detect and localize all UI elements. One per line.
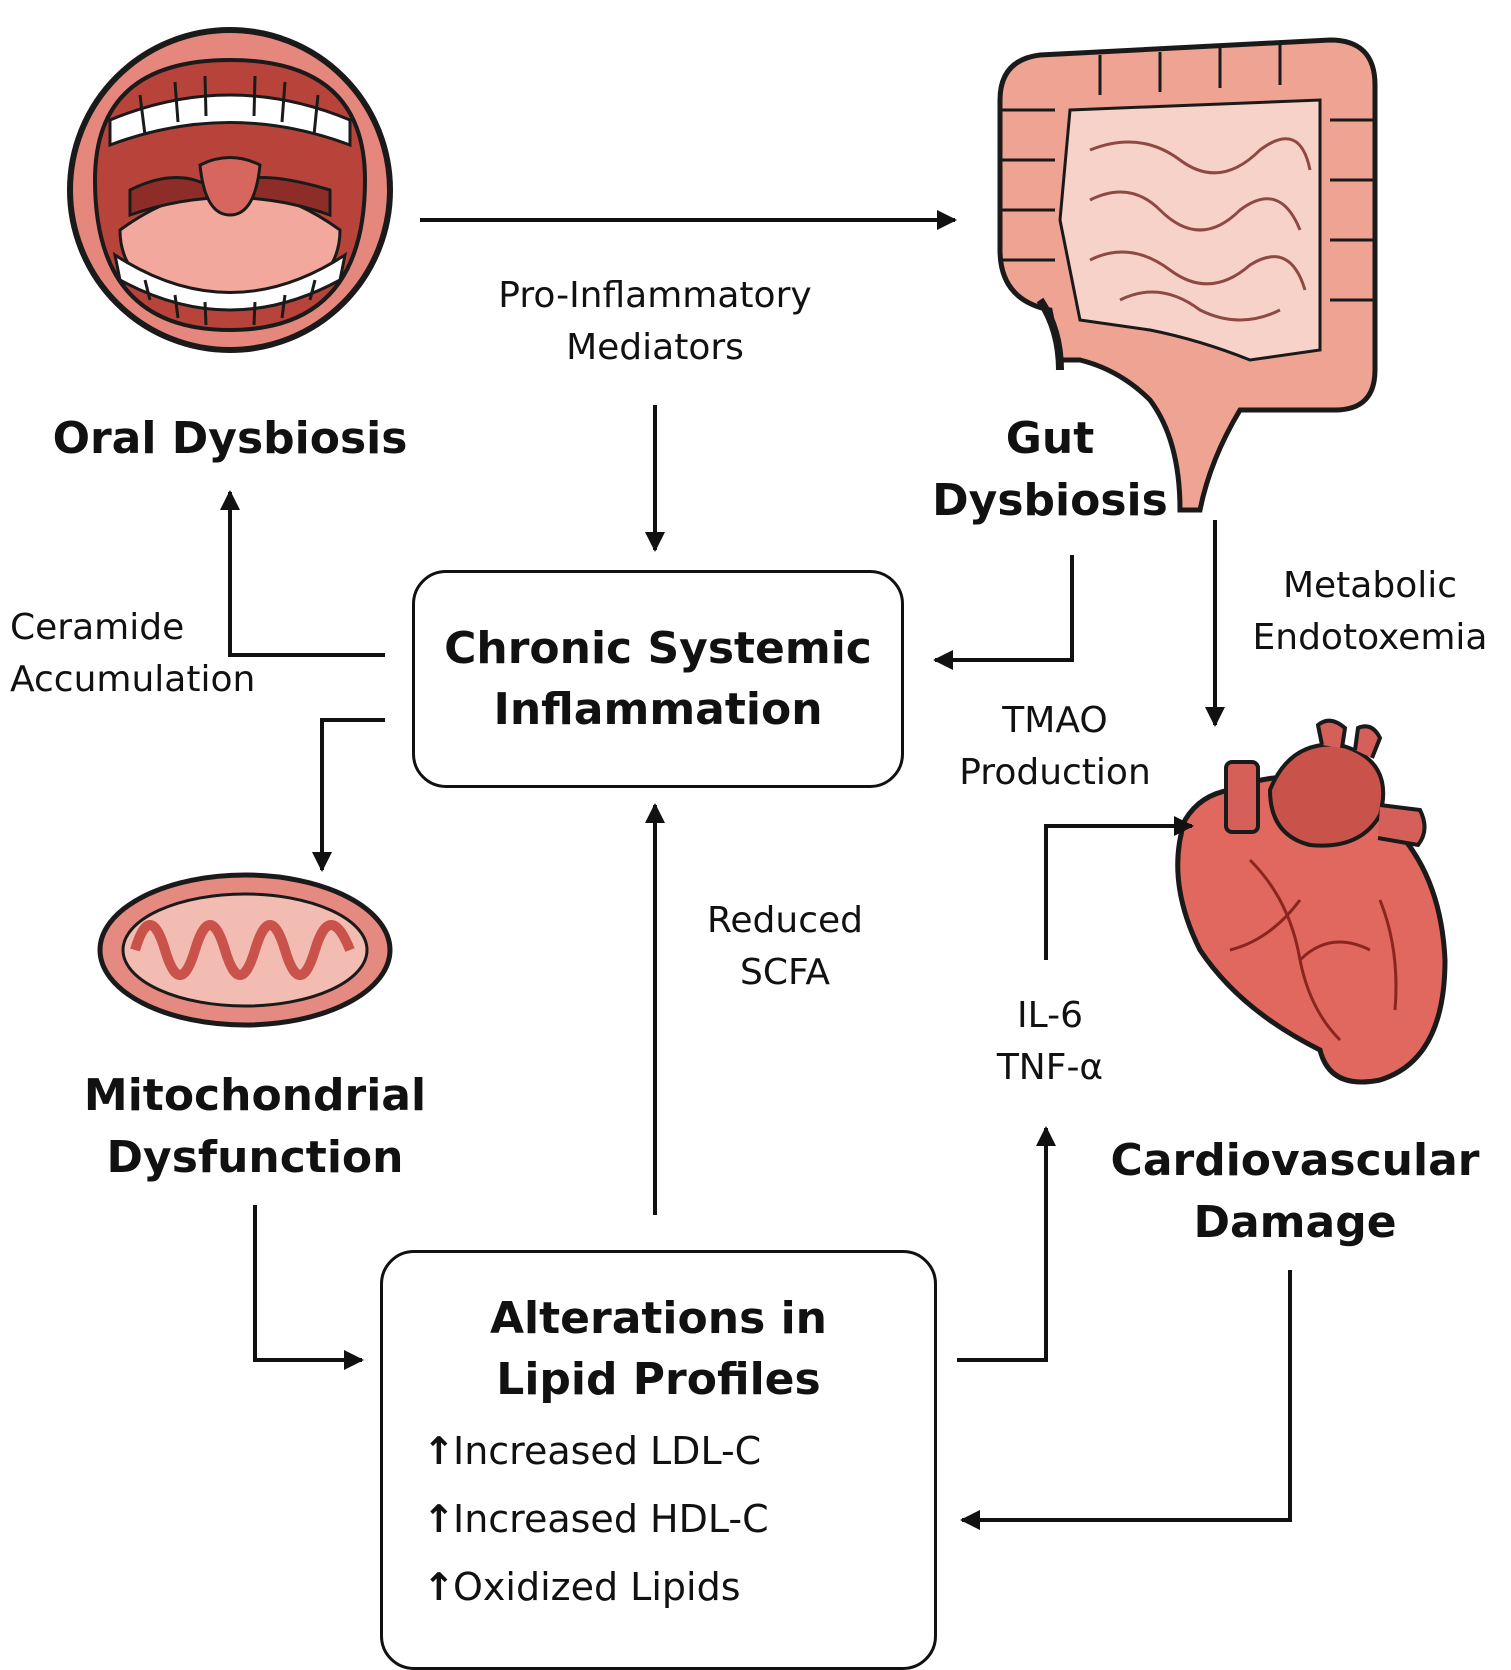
endotoxemia-label: Metabolic Endotoxemia	[1240, 560, 1500, 664]
oral-dysbiosis-label: Oral Dysbiosis	[40, 408, 420, 470]
mitochondrial-dysfunction-label: Mitochondrial Dysfunction	[60, 1065, 450, 1189]
arrow-lipid-to-cytokines	[957, 1126, 1056, 1362]
lipid-line1: Alterations in	[490, 1293, 827, 1344]
arrow-cardio-to-lipid	[960, 1270, 1292, 1530]
inflammation-line2: Inflammation	[493, 684, 823, 735]
connector-arrows	[220, 210, 1292, 1530]
lipid-item-oxidized: ↑Oxidized Lipids	[423, 1562, 741, 1612]
mediators-line2: Mediators	[566, 327, 744, 368]
intestine-icon	[997, 37, 1378, 513]
cardio-line2: Damage	[1193, 1197, 1397, 1248]
up-arrow-icon: ↑	[423, 1429, 455, 1473]
arrow-cytokines-to-heart	[1044, 816, 1194, 960]
scfa-label: Reduced SCFA	[690, 895, 880, 999]
lipid-item-hdl: ↑Increased HDL-C	[423, 1494, 769, 1544]
cytokines-line2: TNF-α	[996, 1047, 1104, 1088]
lipid-item-oxidized-text: Oxidized Lipids	[453, 1565, 741, 1609]
ceramide-label: Ceramide Accumulation	[10, 602, 290, 706]
mitochondrion-icon	[97, 872, 393, 1028]
gut-dysbiosis-line2: Dysbiosis	[932, 475, 1168, 526]
endotoxemia-line1: Metabolic	[1282, 565, 1458, 606]
cytokines-label: IL-6 TNF-α	[975, 990, 1125, 1094]
ceramide-line1: Ceramide	[10, 607, 185, 648]
arrow-gut-to-inflammation	[933, 555, 1074, 670]
ceramide-line2: Accumulation	[10, 659, 256, 700]
mito-line1: Mitochondrial	[83, 1070, 427, 1121]
cytokines-line1: IL-6	[1017, 995, 1083, 1036]
cardio-line1: Cardiovascular	[1110, 1135, 1480, 1186]
up-arrow-icon: ↑	[423, 1565, 455, 1609]
mito-line2: Dysfunction	[106, 1132, 404, 1183]
lipid-item-hdl-text: Increased HDL-C	[453, 1497, 769, 1541]
inflammation-line1: Chronic Systemic	[444, 623, 872, 674]
mediators-label: Pro-Inflammatory Mediators	[470, 270, 840, 374]
scfa-line2: SCFA	[739, 952, 831, 993]
mouth-icon	[67, 27, 393, 353]
lipid-item-ldl: ↑Increased LDL-C	[423, 1426, 761, 1476]
lipid-profiles-box: Alterations in Lipid Profiles ↑Increased…	[380, 1250, 937, 1670]
up-arrow-icon: ↑	[423, 1497, 455, 1541]
endotoxemia-line2: Endotoxemia	[1252, 617, 1488, 658]
inflammation-box: Chronic Systemic Inflammation	[412, 570, 904, 788]
lipid-item-ldl-text: Increased LDL-C	[453, 1429, 762, 1473]
cardiovascular-damage-label: Cardiovascular Damage	[1095, 1130, 1495, 1254]
gut-dysbiosis-label: Gut Dysbiosis	[920, 408, 1180, 532]
tmao-line2: Production	[959, 752, 1151, 793]
gut-dysbiosis-line1: Gut	[1005, 413, 1095, 464]
heart-icon	[1175, 718, 1448, 1085]
mediators-line1: Pro-Inflammatory	[498, 275, 812, 316]
arrow-mito-to-lipid	[253, 1205, 364, 1370]
scfa-line1: Reduced	[706, 900, 863, 941]
oral-dysbiosis-text: Oral Dysbiosis	[52, 413, 408, 464]
tmao-line1: TMAO	[1002, 700, 1108, 741]
lipid-line2: Lipid Profiles	[496, 1354, 821, 1405]
arrow-inflammation-to-oral	[220, 490, 385, 657]
tmao-label: TMAO Production	[945, 695, 1165, 799]
arrow-inflammation-to-mito	[312, 718, 385, 872]
